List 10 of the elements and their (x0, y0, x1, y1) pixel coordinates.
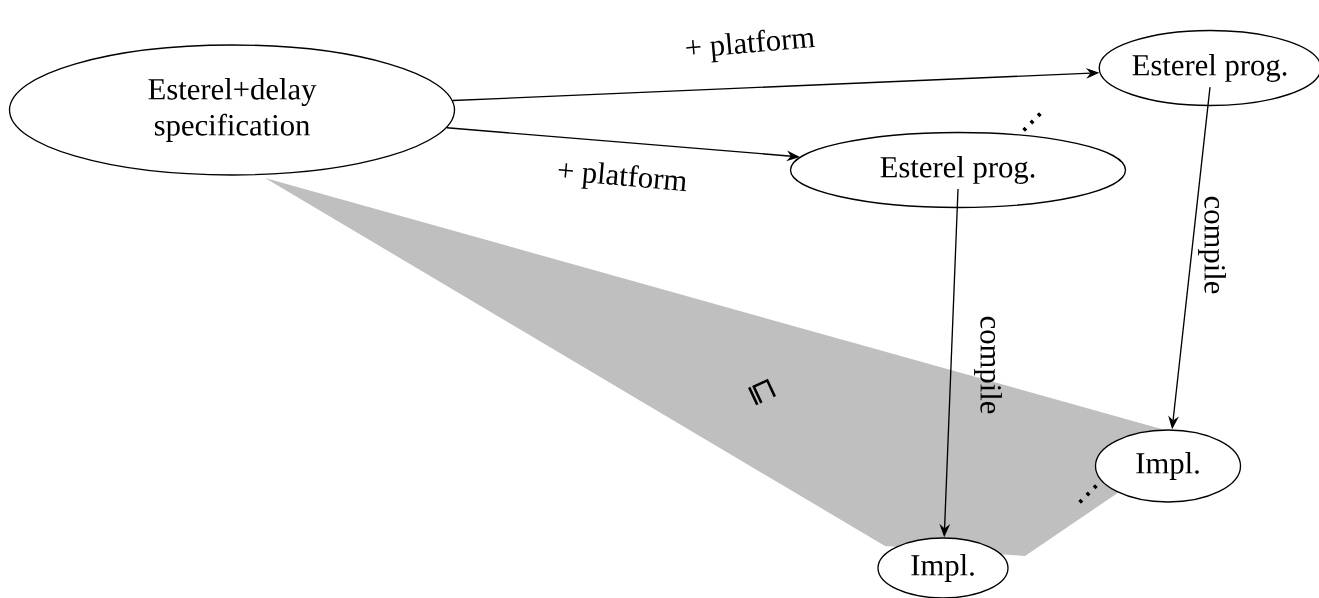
symbol-label: ⊑ (748, 378, 776, 406)
edge-label: + platform (686, 29, 816, 63)
edge-label: compile (1198, 196, 1226, 294)
ellipse-node: Impl. (877, 537, 1009, 598)
node-label: Impl. (911, 554, 974, 582)
symbol-label: … (1022, 112, 1042, 132)
ellipse-node: Esterel prog. (789, 131, 1127, 209)
edge-label: + platform (558, 162, 686, 192)
edge-label: compile (974, 316, 1002, 414)
ellipse-node: Esterel+delay specification (8, 44, 456, 176)
